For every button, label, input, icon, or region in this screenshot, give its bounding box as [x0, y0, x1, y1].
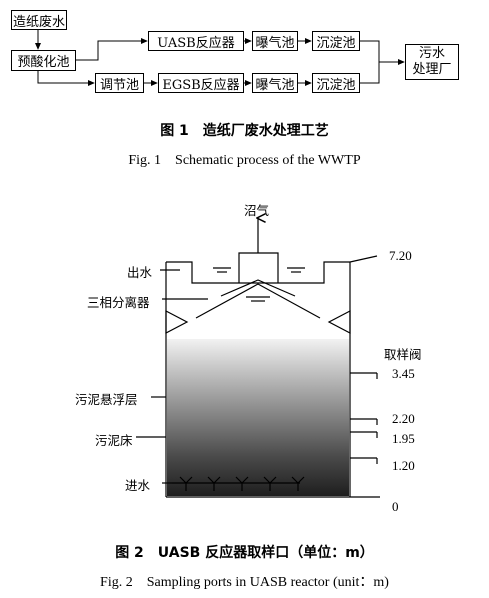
regulating-tank-box: 调节池: [95, 73, 144, 93]
preacid-tank-box: 预酸化池: [11, 50, 76, 71]
egsb-reactor-box: EGSB反应器: [158, 73, 244, 93]
biogas-label: 沼气: [244, 203, 270, 218]
separator-baffle: [220, 279, 296, 297]
inlet-distributor: [172, 476, 305, 491]
separator-hood: [195, 283, 321, 319]
outlet-label: 出水: [127, 265, 153, 280]
sewage-plant-line1: 污水: [418, 46, 445, 61]
figure1-caption-en: Fig. 1 Schematic process of the WWTP: [128, 153, 361, 168]
effluent-weir: [166, 261, 350, 284]
figure1-caption-cn: 图 1 造纸厂废水处理工艺: [160, 123, 329, 139]
right-deflector: [327, 310, 351, 334]
height-bottom: 0: [392, 499, 399, 514]
sampling-valve-label: 取样阀: [384, 347, 422, 362]
gas-dome: [238, 252, 279, 283]
height-top: 7.20: [389, 248, 412, 263]
settling-tank-2-box: 沉淀池: [312, 73, 360, 93]
paper-wastewater-box: 造纸废水: [11, 10, 67, 30]
sludge-bed-label: 污泥床: [95, 433, 133, 448]
sewage-plant-box: 污水 处理厂: [405, 44, 459, 80]
sludge-blanket-label: 污泥悬浮层: [75, 392, 138, 407]
settling-tank-1-box: 沉淀池: [312, 31, 360, 51]
figure2-caption-en: Fig. 2 Sampling ports in UASB reactor (u…: [100, 575, 389, 590]
height-port-2: 2.20: [392, 411, 415, 426]
inlet-label: 进水: [125, 478, 151, 493]
aeration-tank-1-box: 曝气池: [252, 31, 298, 51]
height-port-4: 1.20: [392, 458, 415, 473]
left-deflector: [165, 310, 189, 334]
three-phase-separator-label: 三相分离器: [87, 295, 150, 310]
figure2-caption-cn: 图 2 UASB 反应器取样口（单位：m）: [115, 545, 374, 561]
aeration-tank-2-box: 曝气池: [252, 73, 298, 93]
sewage-plant-line2: 处理厂: [412, 62, 452, 77]
uasb-reactor-box: UASB反应器: [148, 31, 244, 51]
sludge-zone: [167, 339, 349, 496]
height-port-3: 1.95: [392, 431, 415, 446]
height-port-1: 3.45: [392, 366, 415, 381]
